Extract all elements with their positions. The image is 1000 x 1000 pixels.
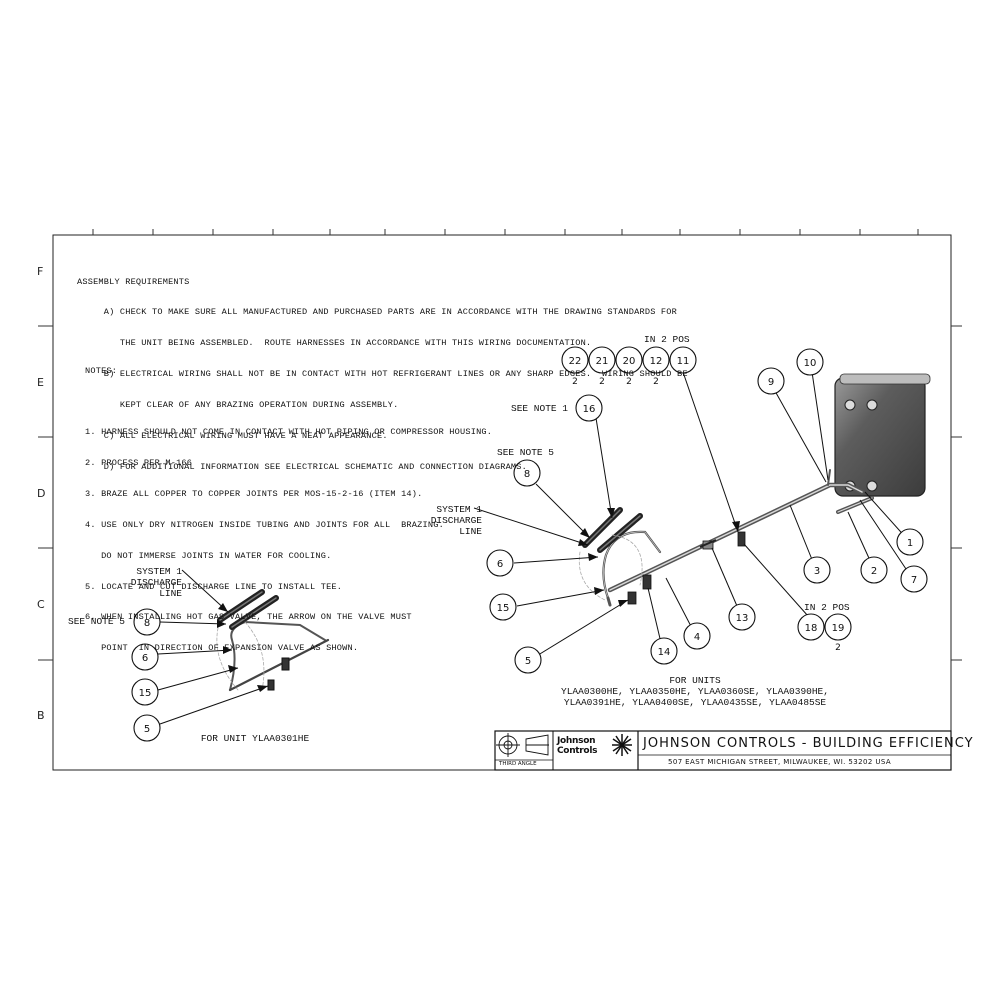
bubble-1: 1 [907,538,913,549]
assembly-heading: ASSEMBLY REQUIREMENTS [77,276,190,287]
bubble-10: 10 [804,358,817,369]
company-address: 507 EAST MICHIGAN STREET, MILWAUKEE, WI.… [668,758,892,766]
bubble-15: 15 [497,603,510,614]
notes-heading: NOTES: [85,365,118,376]
assembly-line: D) FOR ADDITIONAL INFORMATION SEE ELECTR… [77,461,527,472]
row-letter-d: D [37,487,46,500]
note-line: 5. LOCATE AND CUT DISCHARGE LINE TO INST… [85,581,343,592]
johnson-controls-logo-icon [612,734,632,756]
bubble-4: 4 [694,632,700,643]
small-bubble-8: 8 [144,618,150,629]
see-note-5-label-small: SEE NOTE 5 [68,616,126,627]
small-bubble-15: 15 [139,688,152,699]
bubble-16: 16 [583,404,596,415]
note-line: DO NOT IMMERSE JOINTS IN WATER FOR COOLI… [85,550,332,561]
assembly-line: B) ELECTRICAL WIRING SHALL NOT BE IN CON… [77,369,688,380]
bubble-3: 3 [814,566,820,577]
units-caption: FOR UNITS YLAA0300HE, YLAA0350HE, YLAA03… [561,675,829,708]
bubble-12: 12 [650,356,663,367]
assembly-line: THE UNIT BEING ASSEMBLED. ROUTE HARNESSE… [77,338,592,349]
third-angle-symbol [496,733,549,757]
leader-lines-main [473,371,913,661]
arrowheads-small [217,603,268,692]
qty-22: 2 [572,377,578,387]
qty-19: 2 [835,643,841,653]
bubble-18: 18 [805,623,818,634]
heat-exchanger [834,373,931,497]
system-1-discharge-label-small: SYSTEM 1 DISCHARGE LINE [130,566,182,599]
note-line: POINT IN DIRECTION OF EXPANSION VALVE AS… [85,643,359,654]
discharge-branch [578,507,662,607]
bubble-9: 9 [768,377,774,388]
row-letter-c: C [37,598,45,611]
note-line: 6. WHEN INSTALLING HOT GAS VALVE, THE AR… [85,612,412,623]
small-assembly [216,589,330,692]
bubble-2: 2 [871,566,877,577]
bubble-19: 19 [832,623,845,634]
qty-12: 2 [653,377,659,387]
assembly-line: C) ALL ELECTRICAL WIRING MUST HAVE A NEA… [77,431,388,442]
projection-label: THIRD ANGLE [499,761,537,767]
note-line: 3. BRAZE ALL COPPER TO COPPER JOINTS PER… [85,488,423,499]
row-letter-e: E [37,376,44,389]
note-line: 4. USE ONLY DRY NITROGEN INSIDE TUBING A… [85,519,444,530]
unit-caption-small: FOR UNIT YLAA0301HE [200,733,310,744]
in-2-pos-label: IN 2 POS [804,602,850,613]
see-note-5-label: SEE NOTE 5 [497,447,555,458]
bubble-6: 6 [497,559,503,570]
bubble-numbers: 22 21 20 12 11 2 2 2 2 16 8 6 15 5 14 4 … [139,356,918,735]
leader-lines-small [157,569,269,725]
small-bubble-6: 6 [142,653,148,664]
qty-20: 2 [626,377,632,387]
bubble-22: 22 [569,356,582,367]
bubble-8: 8 [524,469,530,480]
arrowheads-main [578,508,740,607]
bubble-20: 20 [623,356,636,367]
small-bubble-5: 5 [144,724,150,735]
qty-21: 2 [599,377,605,387]
bubble-13: 13 [736,613,749,624]
note-line: 2. PROCESS PER M-166 [85,457,193,468]
system-1-discharge-label: SYSTEM 1 DISCHARGE LINE [430,504,482,537]
assembly-line: KEPT CLEAR OF ANY BRAZING OPERATION DURI… [77,400,399,411]
in-2-pos-label: IN 2 POS [644,334,690,345]
zone-ticks [38,229,962,661]
row-letter-f: F [37,265,44,278]
company-title: JOHNSON CONTROLS - BUILDING EFFICIENCY [643,736,974,751]
assembly-requirements: ASSEMBLY REQUIREMENTS A) CHECK TO MAKE S… [77,256,688,493]
bubble-21: 21 [596,356,609,367]
main-pipe [607,469,874,593]
bubble-7: 7 [911,575,917,586]
row-letter-b: B [37,709,45,722]
valves [627,531,746,605]
assembly-line: A) CHECK TO MAKE SURE ALL MANUFACTURED A… [77,307,677,318]
bubble-14: 14 [658,647,671,658]
bubble-5: 5 [525,656,531,667]
title-block-frame [494,730,952,771]
brand-logo-text: Johnson Controls [557,736,598,756]
notes-block: NOTES: 1. HARNESS SHOULD NOT COME IN CON… [85,345,492,674]
see-note-1-label: SEE NOTE 1 [511,403,569,414]
bubble-11: 11 [677,356,690,367]
note-line: 1. HARNESS SHOULD NOT COME IN CONTACT WI… [85,427,493,438]
bubble-circles [131,346,928,742]
